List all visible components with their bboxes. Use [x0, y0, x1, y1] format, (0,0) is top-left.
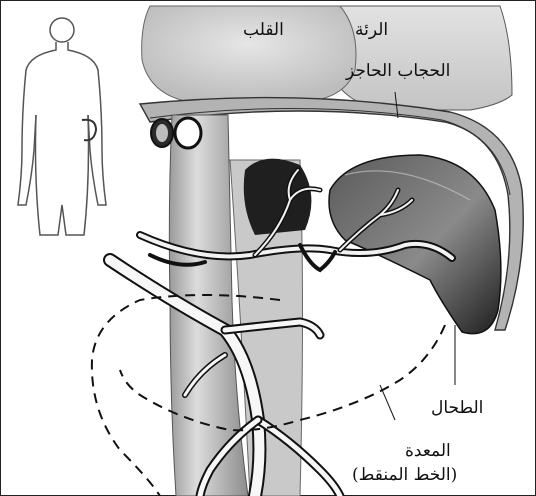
label-spleen: الطحال: [431, 400, 483, 417]
leader-stomach: [380, 385, 395, 420]
label-heart: القلب: [243, 22, 284, 39]
human-body-outline-icon: [18, 18, 106, 235]
label-diaphragm: الحجاب الحاجز: [346, 63, 450, 80]
vessel-ring-right: [175, 118, 201, 148]
label-dotted-line: (الخط المنقط): [352, 467, 457, 484]
label-stomach: المعدة: [405, 443, 451, 460]
label-lung: الرئة: [355, 22, 388, 39]
